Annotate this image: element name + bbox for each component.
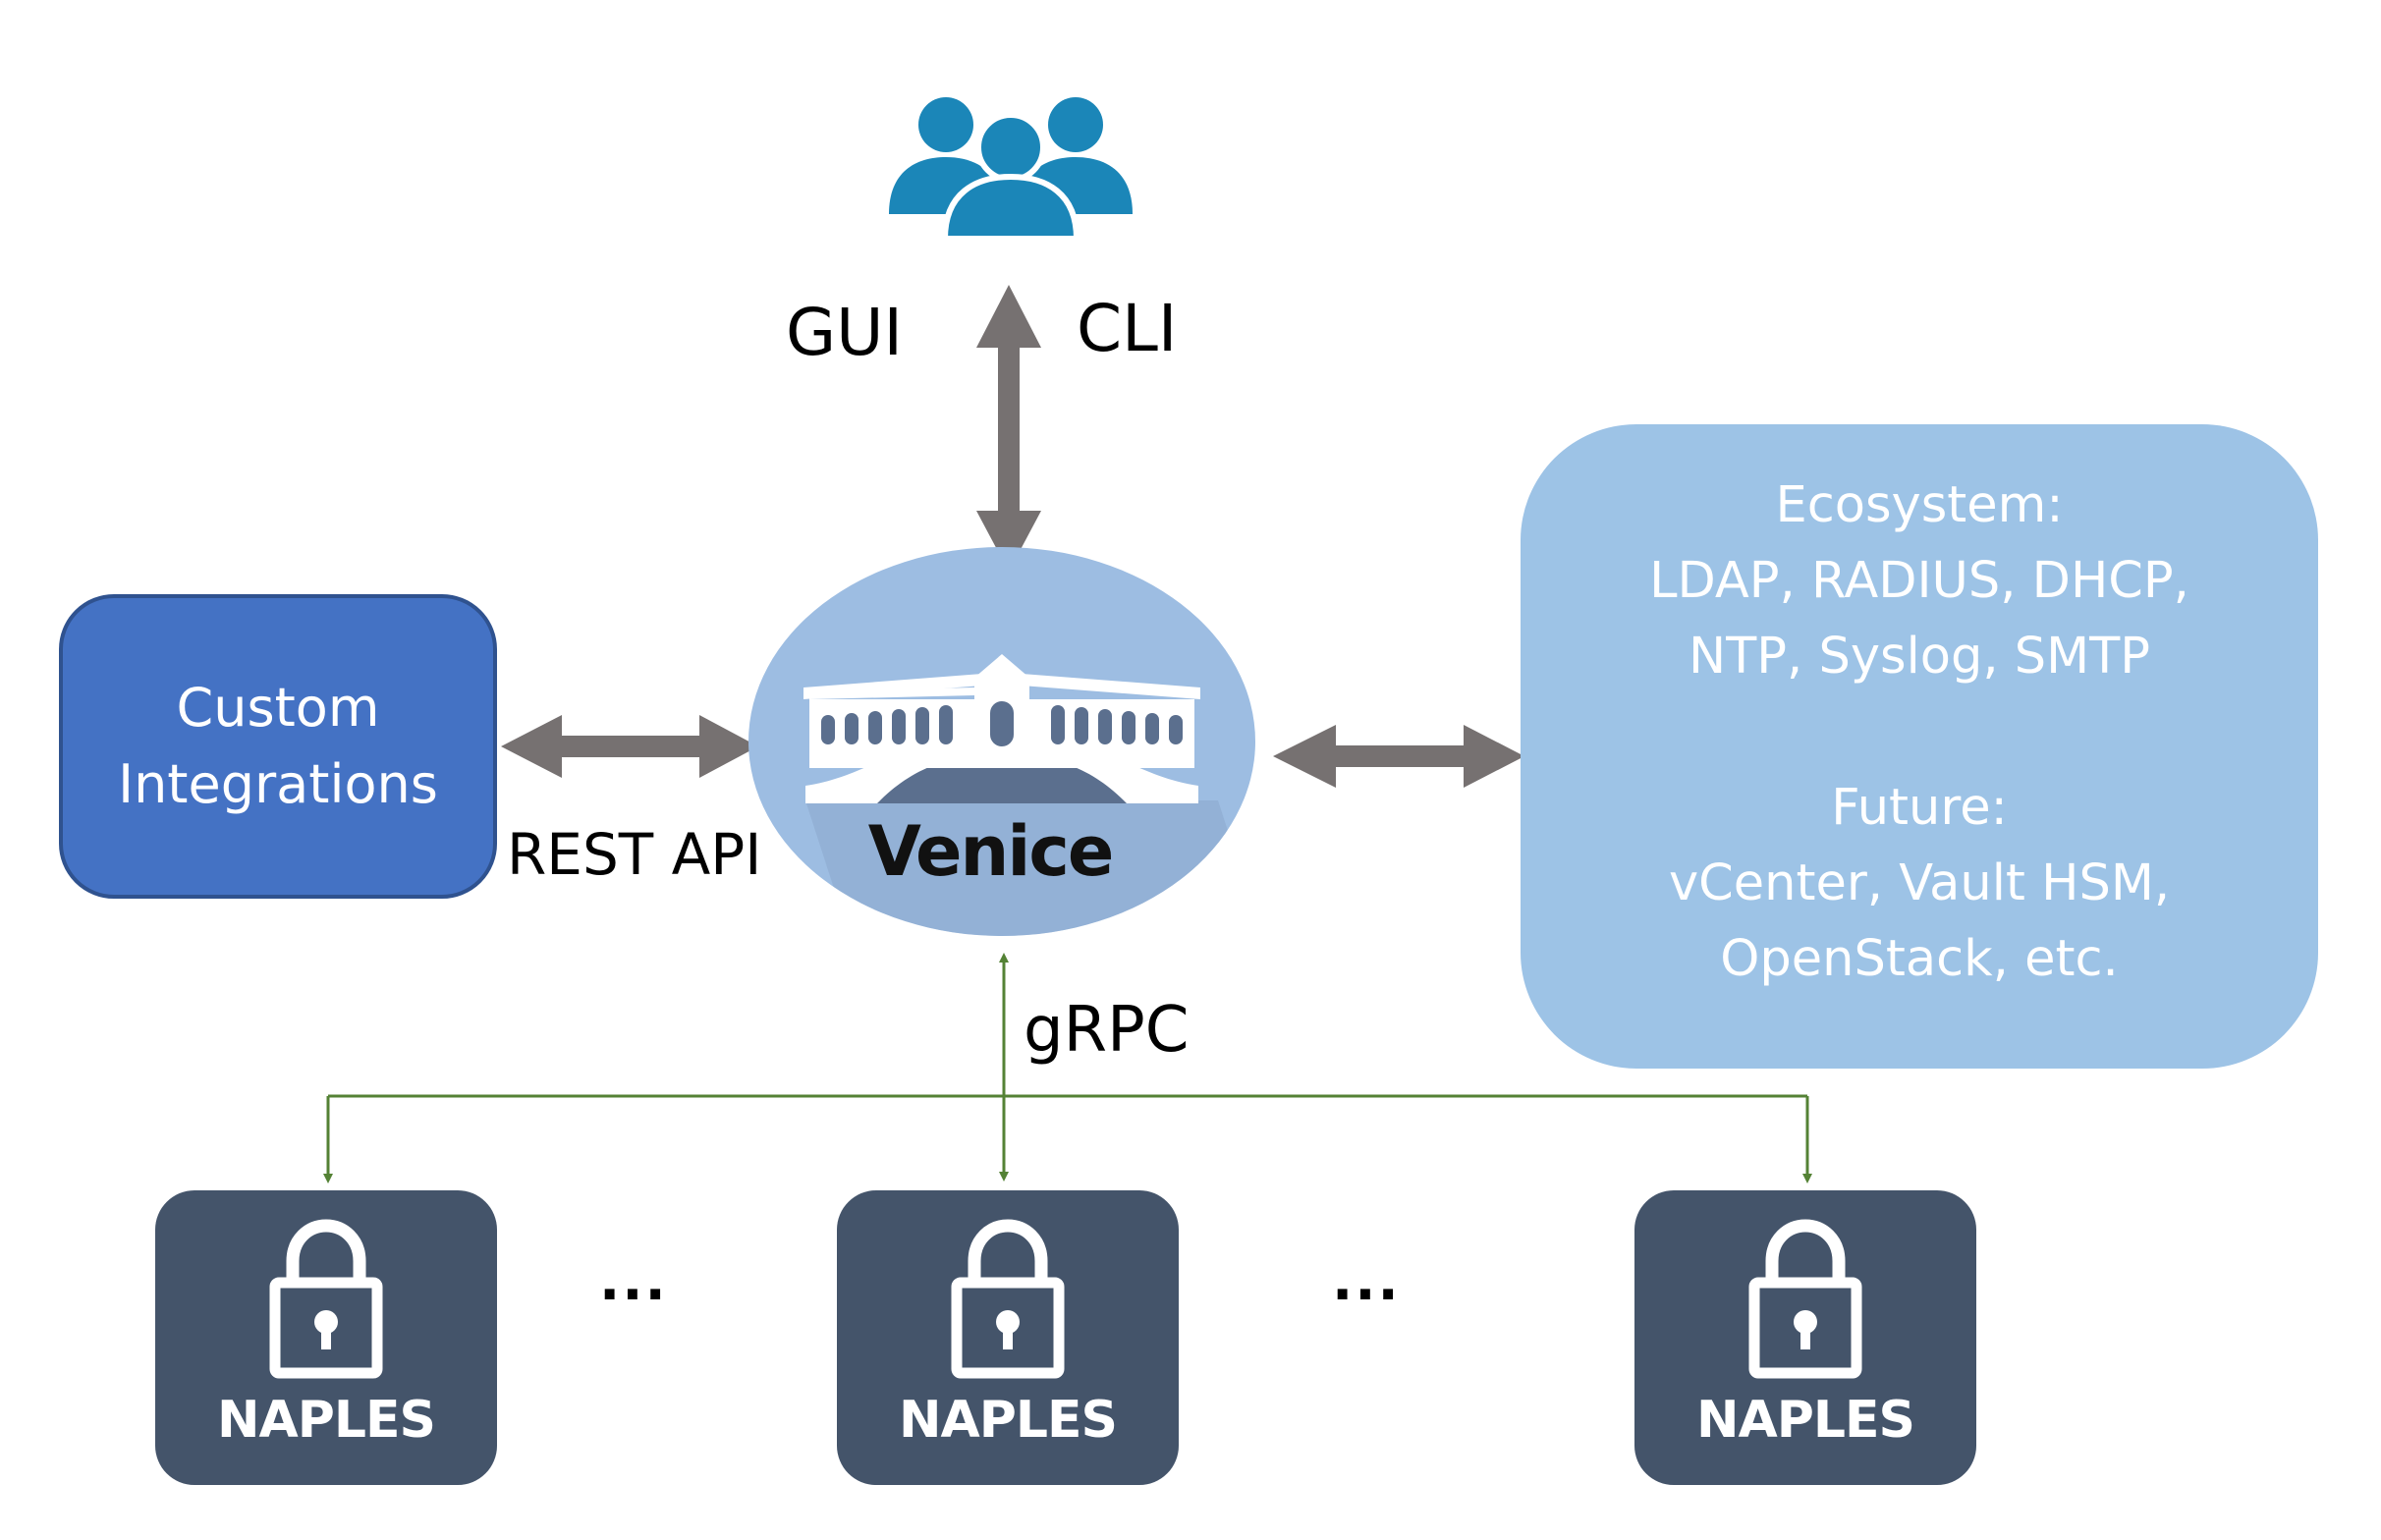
venice-node bbox=[748, 547, 1255, 936]
lock-icon bbox=[1748, 1219, 1862, 1379]
ecosystem-arrow bbox=[1273, 725, 1524, 788]
gui-cli-arrow bbox=[976, 285, 1041, 572]
rest-api-arrow bbox=[501, 715, 758, 778]
future-line: OpenStack, etc. bbox=[1720, 929, 2119, 988]
naples-node: NAPLES bbox=[1634, 1190, 1976, 1485]
ellipsis: ... bbox=[1332, 1249, 1401, 1313]
custom-box-line1: Custom bbox=[176, 677, 380, 739]
custom-box-line2: Integrations bbox=[118, 753, 438, 815]
venice-label: Venice bbox=[867, 811, 1115, 892]
naples-label: NAPLES bbox=[899, 1391, 1118, 1450]
custom-integrations-box: Custom Integrations bbox=[59, 594, 497, 899]
cli-label: CLI bbox=[1077, 291, 1178, 366]
future-heading: Future: bbox=[1831, 778, 2008, 837]
naples-label: NAPLES bbox=[217, 1391, 436, 1450]
rest-api-label: REST API bbox=[507, 821, 762, 888]
lock-icon bbox=[951, 1219, 1065, 1379]
ellipsis: ... bbox=[599, 1249, 668, 1313]
naples-node: NAPLES bbox=[837, 1190, 1179, 1485]
ecosystem-line: NTP, Syslog, SMTP bbox=[1688, 627, 2151, 686]
naples-node: NAPLES bbox=[155, 1190, 497, 1485]
ecosystem-line: LDAP, RADIUS, DHCP, bbox=[1649, 551, 2189, 610]
lock-icon bbox=[269, 1219, 383, 1379]
ecosystem-heading: Ecosystem: bbox=[1775, 475, 2064, 534]
gui-label: GUI bbox=[786, 295, 903, 370]
grpc-label: gRPC bbox=[1024, 994, 1190, 1067]
grpc-connectors bbox=[323, 953, 1812, 1183]
bridge-icon bbox=[803, 654, 1200, 803]
future-line: vCenter, Vault HSM, bbox=[1668, 853, 2171, 912]
naples-label: NAPLES bbox=[1696, 1391, 1915, 1450]
ecosystem-box: Ecosystem: LDAP, RADIUS, DHCP, NTP, Sysl… bbox=[1521, 424, 2318, 1069]
users-icon bbox=[889, 97, 1133, 242]
